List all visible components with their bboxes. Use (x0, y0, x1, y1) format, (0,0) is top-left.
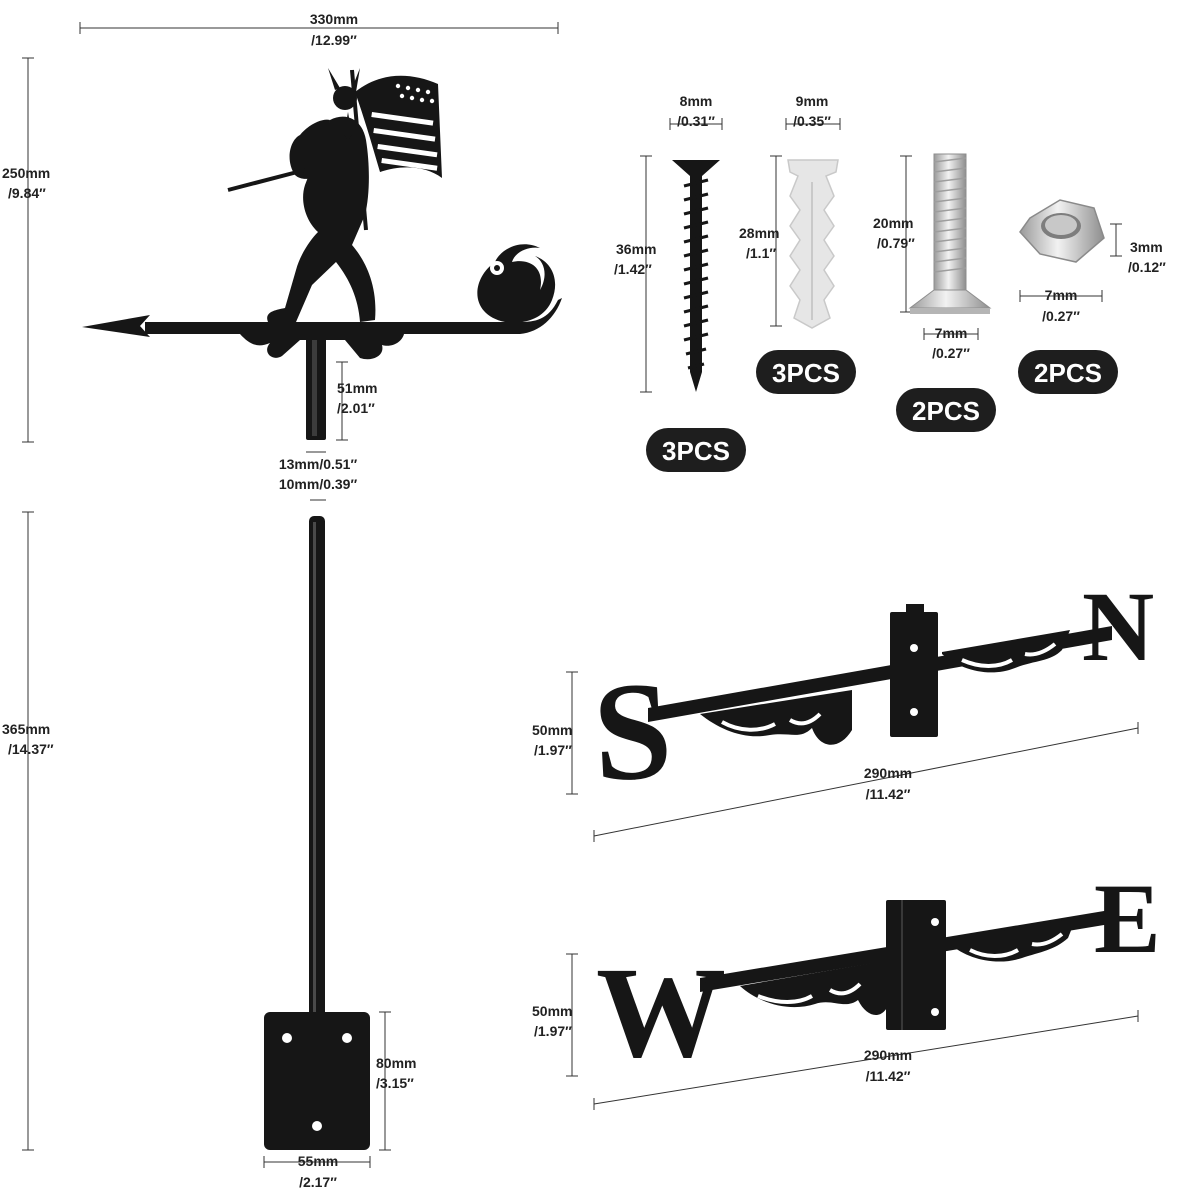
sn-height-in-label: /1.97″ (534, 742, 572, 758)
tube-diameter-label: 13mm/0.51″ (279, 456, 358, 472)
screw-width-label: 8mm (680, 93, 713, 109)
vane-height-in-label: /9.84″ (8, 185, 46, 201)
bolt-width-in-label: /0.27″ (932, 345, 970, 361)
we-width-label: 290mm (864, 1047, 912, 1063)
direction-bar-sn: 50mm /1.97″ S N 290mm /11.42″ (532, 571, 1154, 842)
we-bracket (886, 900, 946, 1030)
screw-length-label: 36mm (616, 241, 656, 257)
rod-diameter-label: 10mm/0.39″ (279, 476, 358, 492)
nut-qty: 2PCS (1034, 358, 1102, 388)
anchor-qty: 3PCS (772, 358, 840, 388)
sn-width-in-label: /11.42″ (866, 786, 911, 802)
screw-width-in-label: /0.31″ (677, 113, 715, 129)
letter-n: N (1082, 571, 1154, 682)
sn-bracket (890, 612, 938, 737)
vane-width-in-label: /12.99″ (311, 32, 357, 48)
mounting-pole: 365mm /14.37″ 80mm /3.15″ 55mm /2.17″ (2, 511, 416, 1190)
plate-width-label: 55mm (298, 1153, 338, 1169)
nut-thickness-in-label: /0.12″ (1128, 259, 1166, 275)
vane-arrow (82, 244, 562, 360)
bolt-length-label: 20mm (873, 215, 913, 231)
bolt-qty: 2PCS (912, 396, 980, 426)
screw-qty-pill (646, 428, 746, 472)
weathervane-figure: 330mm /12.99″ 250mm /9.84″ 51mm /2.01″ 1… (2, 11, 562, 501)
stub-length-in-label: /2.01″ (337, 400, 375, 416)
stub-length-label: 51mm (337, 380, 377, 396)
plate-width-in-label: /2.17″ (299, 1174, 337, 1190)
hiker-silhouette (227, 68, 442, 323)
letter-s: S (590, 652, 676, 811)
sn-height-label: 50mm (532, 722, 572, 738)
letter-e: E (1094, 863, 1161, 974)
bolt: 20mm /0.79″ 7mm /0.27″ 2PCS (873, 153, 996, 432)
hex-nut: 3mm /0.12″ 7mm /0.27″ 2PCS (1018, 199, 1166, 394)
nut-width-in-label: /0.27″ (1042, 308, 1080, 324)
anchor-width-in-label: /0.35″ (793, 113, 831, 129)
pole-length-label: 365mm (2, 721, 50, 737)
sn-width-label: 290mm (864, 765, 912, 781)
screw-qty: 3PCS (662, 436, 730, 466)
anchor-length-label: 28mm (739, 225, 779, 241)
pole-length-in-label: /14.37″ (8, 741, 54, 757)
bolt-length-in-label: /0.79″ (877, 235, 915, 251)
screw-length-in-label: /1.42″ (614, 261, 652, 277)
anchor-length-in-label: /1.1″ (746, 245, 776, 261)
wall-anchor: 9mm /0.35″ 28mm /1.1″ 3PCS (739, 93, 856, 394)
anchor-qty-pill (756, 350, 856, 394)
anchor-width-label: 9mm (796, 93, 829, 109)
screw: 8mm /0.31″ 36mm /1.42″ 3PCS (614, 93, 746, 472)
nut-thickness-label: 3mm (1130, 239, 1163, 255)
letter-w: W (596, 941, 726, 1085)
we-height-in-label: /1.97″ (534, 1023, 572, 1039)
nut-width-label: 7mm (1045, 287, 1078, 303)
we-height-label: 50mm (532, 1003, 572, 1019)
plate-height-in-label: /3.15″ (376, 1075, 414, 1091)
bolt-qty-pill (896, 388, 996, 432)
nut-qty-pill (1018, 350, 1118, 394)
plate-height-label: 80mm (376, 1055, 416, 1071)
bolt-width-label: 7mm (935, 325, 968, 341)
we-width-in-label: /11.42″ (866, 1068, 911, 1084)
direction-bar-we: 50mm /1.97″ W E 290mm /11.42″ (532, 863, 1161, 1110)
vane-height-label: 250mm (2, 165, 50, 181)
vane-width-label: 330mm (310, 11, 358, 27)
